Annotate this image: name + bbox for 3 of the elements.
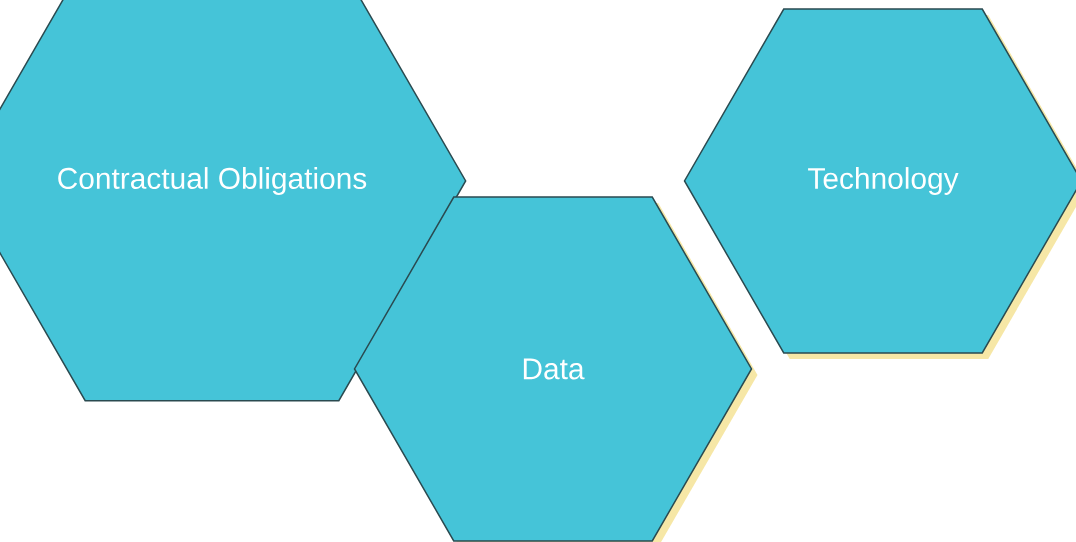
hexagon: Technology [683, 8, 1076, 359]
hexagon: Data [353, 196, 758, 542]
hexagon: Contractual Obligations [0, 0, 467, 402]
